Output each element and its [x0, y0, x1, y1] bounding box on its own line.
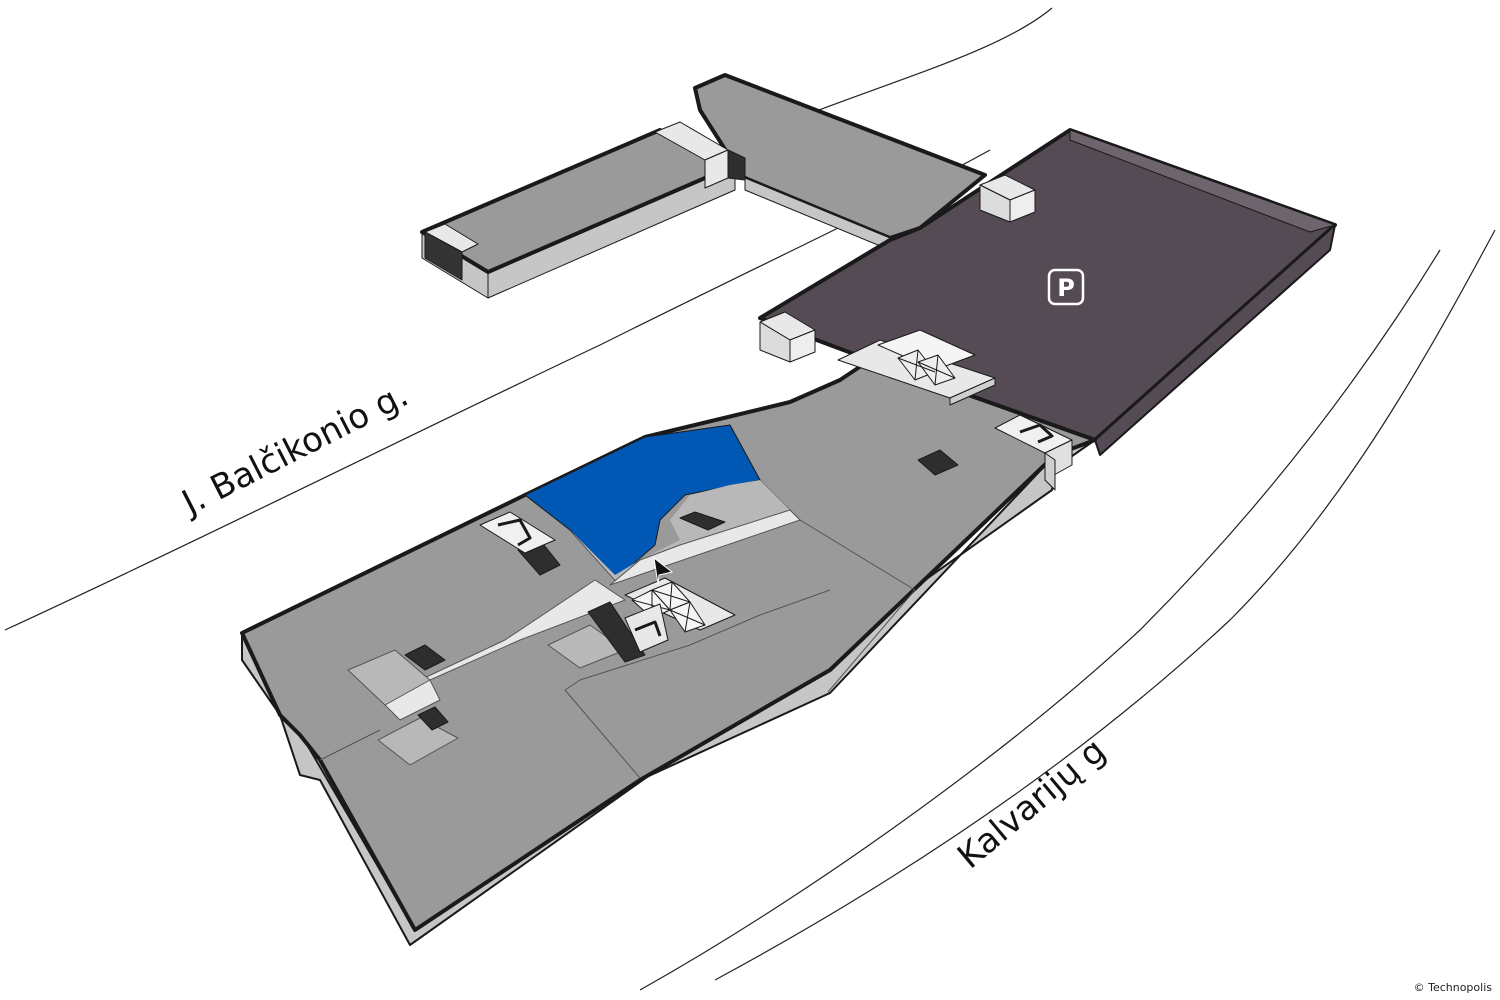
copyright-notice: © Technopolis	[1413, 981, 1492, 994]
street-label-north: J. Balčikonio g.	[174, 375, 415, 524]
street-south-inner-line	[639, 249, 1441, 991]
elevator-icon	[837, 329, 996, 406]
elevator-icon-lower	[624, 577, 736, 653]
street-south-line	[714, 229, 1496, 981]
street-label-south: Kalvarijų g	[950, 731, 1113, 877]
north-wing	[420, 73, 987, 299]
parking-icon: P	[1047, 268, 1085, 306]
staircase-icon	[479, 511, 556, 554]
you-are-here-marker-icon	[653, 556, 674, 585]
svg-text:P: P	[1057, 274, 1075, 302]
main-building	[240, 329, 1097, 946]
staircase-icon-east	[994, 414, 1073, 491]
